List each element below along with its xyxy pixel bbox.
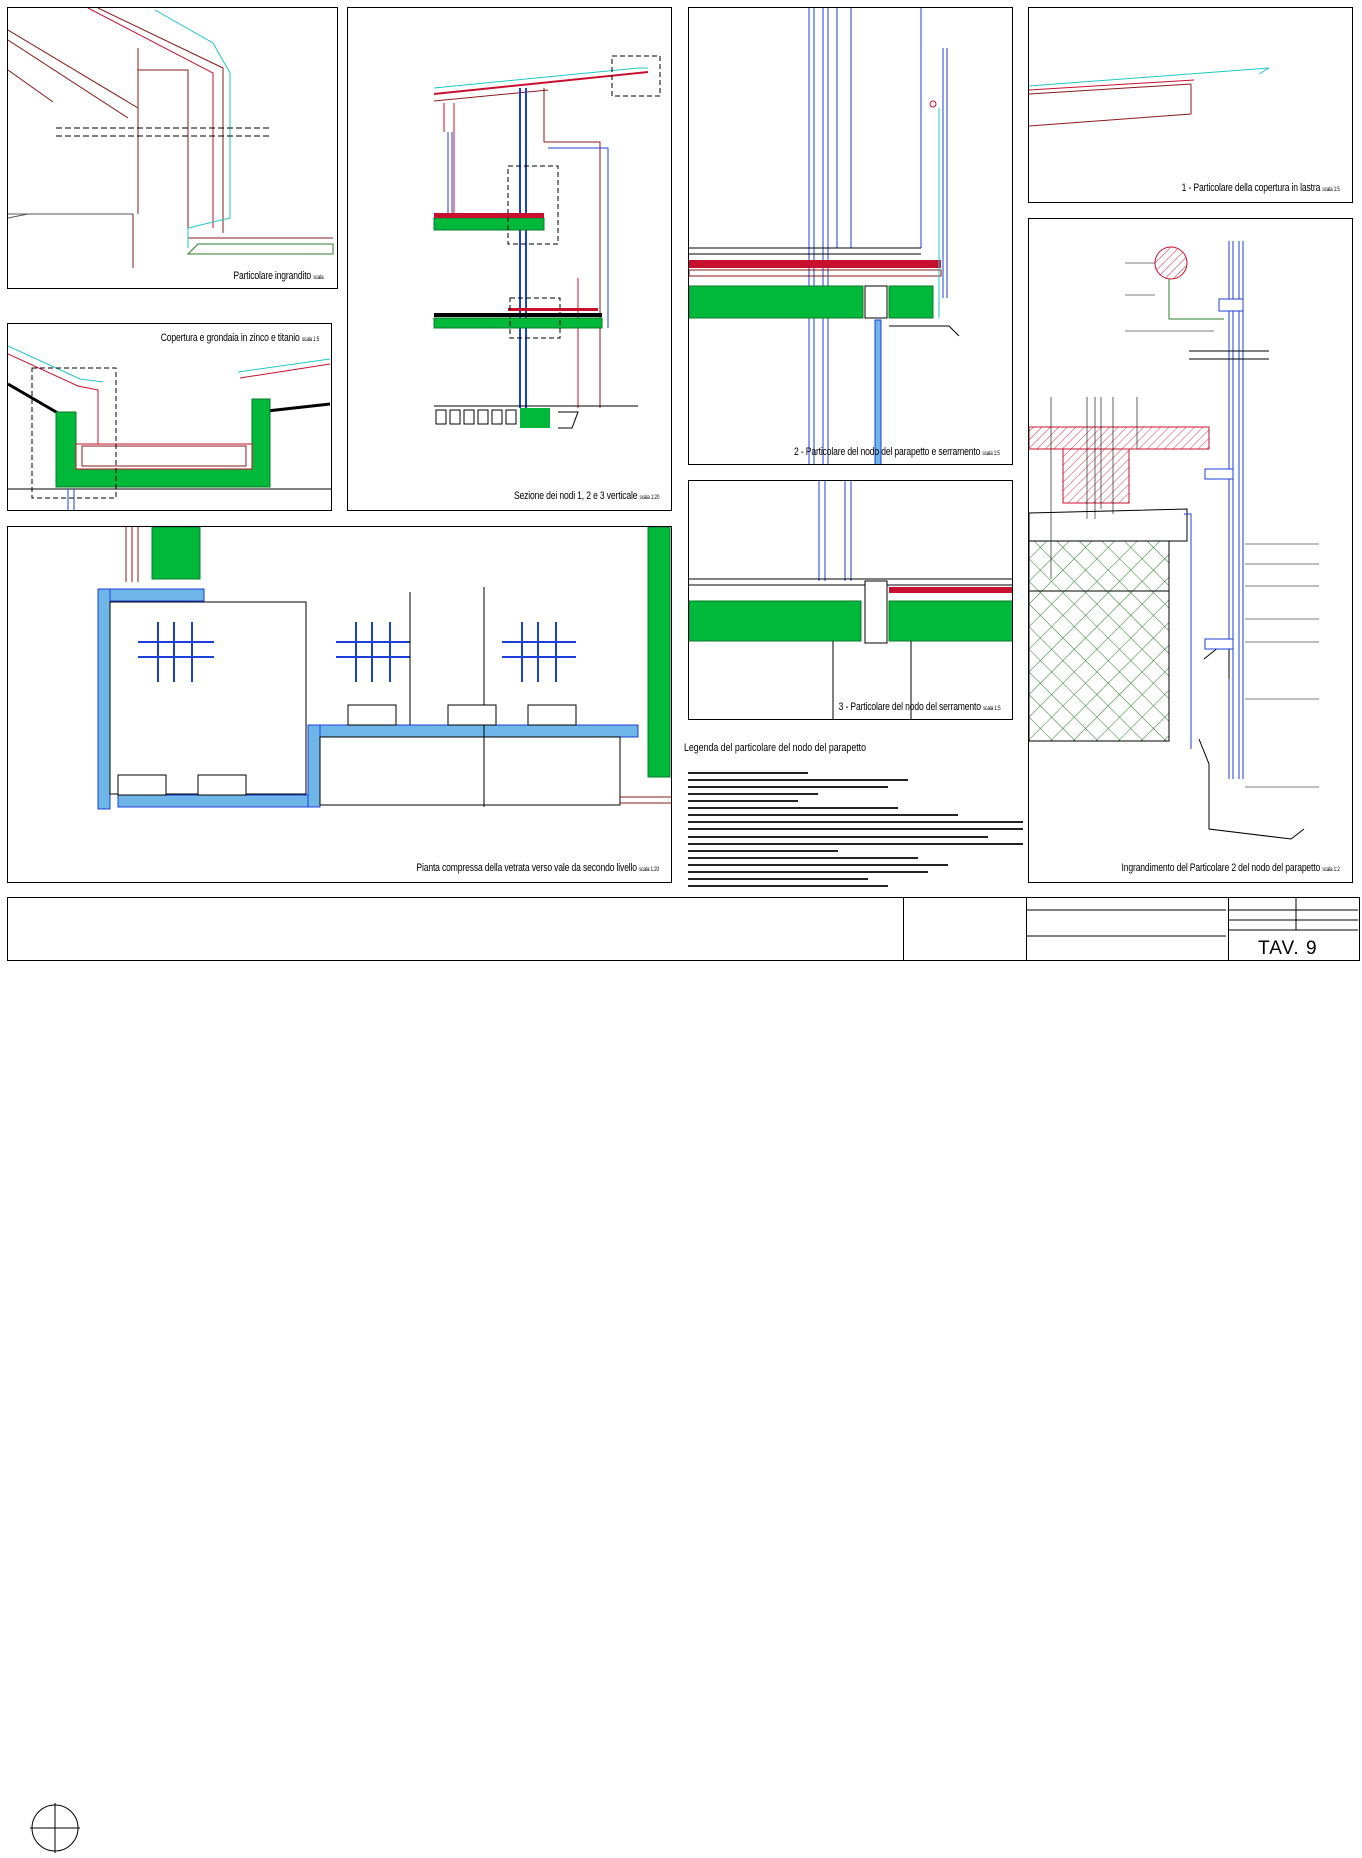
title-block-cell — [903, 898, 1024, 960]
legend-line — [688, 876, 1028, 883]
drawing-particolare-ingrandito — [8, 8, 334, 268]
caption-particolare-ingrandito: Particolare ingrandito scala — [232, 270, 323, 282]
legend-line — [688, 777, 1028, 784]
legend-line — [688, 841, 1028, 848]
compass-icon — [30, 1803, 80, 1853]
legend-line — [688, 798, 1028, 805]
drawing-nodo-parapetto-serramento — [689, 8, 960, 464]
legend-line — [688, 834, 1028, 841]
drawing-ingrandimento-parapetto — [1029, 241, 1319, 840]
drawing-nodo-serramento — [689, 481, 1012, 719]
title-block-cell — [1026, 898, 1227, 960]
drawing-copertura-grondaia — [8, 345, 331, 510]
title-block-cell — [1228, 898, 1359, 960]
title-block — [7, 897, 1360, 1853]
legend-line — [688, 848, 1028, 855]
legend-line — [688, 827, 1028, 834]
drawing-pianta-vetrata — [97, 527, 671, 810]
title-block-lines — [1026, 898, 1358, 937]
caption-nodo-parapetto-serramento: 2 - Particolare del nodo del parapetto e… — [794, 446, 1000, 458]
legend-line — [688, 884, 1028, 891]
legend-line — [688, 862, 1028, 869]
caption-copertura-lastra: 1 - Particolare della copertura in lastr… — [1181, 182, 1340, 194]
panel-copertura-grondaia: Copertura e grondaia in zinco e titanio … — [7, 323, 332, 511]
panel-ingrandimento-parapetto: Ingrandimento del Particolare 2 del nodo… — [1028, 218, 1353, 883]
legend-line — [688, 869, 1028, 876]
legend-line — [688, 770, 1028, 777]
legend-body — [688, 770, 1028, 891]
legend-line — [688, 820, 1028, 827]
legend-line — [688, 813, 1028, 820]
legend-line — [688, 805, 1028, 812]
drawing-sezione-nodi — [433, 55, 661, 429]
caption-ingrandimento-parapetto: Ingrandimento del Particolare 2 del nodo… — [1121, 862, 1340, 874]
panel-pianta-vetrata: Pianta compressa della vetrata verso val… — [7, 526, 672, 883]
caption-sezione-nodi: Sezione dei nodi 1, 2 e 3 verticale scal… — [513, 490, 659, 502]
caption-pianta-vetrata: Pianta compressa della vetrata verso val… — [416, 862, 659, 874]
sheet-number: TAV. 9 — [1258, 938, 1318, 959]
panel-copertura-lastra: 1 - Particolare della copertura in lastr… — [1028, 7, 1353, 203]
panel-sezione-nodi: Sezione dei nodi 1, 2 e 3 verticale scal… — [347, 7, 672, 511]
panel-particolare-ingrandito: Particolare ingrandito scala — [7, 7, 338, 289]
legend-line — [688, 791, 1028, 798]
drawing-copertura-lastra — [1029, 67, 1270, 127]
panel-nodo-parapetto-serramento: 2 - Particolare del nodo del parapetto e… — [688, 7, 1013, 465]
legend-line — [688, 855, 1028, 862]
caption-nodo-serramento: 3 - Particolare del nodo del serramento … — [838, 701, 1000, 713]
panel-nodo-serramento: 3 - Particolare del nodo del serramento … — [688, 480, 1013, 720]
caption-copertura-grondaia: Copertura e grondaia in zinco e titanio … — [160, 332, 320, 344]
legend-line — [688, 784, 1028, 791]
legend-title: Legenda del particolare del nodo del par… — [684, 742, 867, 754]
